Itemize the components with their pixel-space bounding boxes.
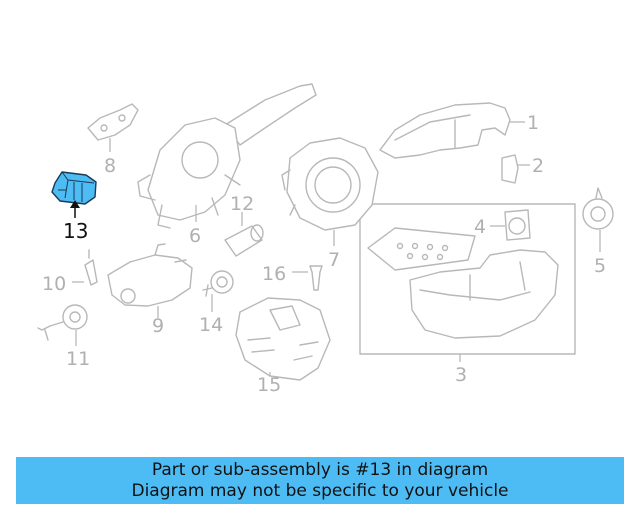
part-13-switch-module[interactable] — [51, 171, 97, 218]
callout-12: 12 — [230, 193, 254, 215]
part-2-clip[interactable] — [501, 154, 530, 184]
callout-9: 9 — [152, 315, 164, 337]
part-9-lock-housing[interactable] — [107, 243, 193, 318]
part-4-ring[interactable] — [490, 209, 531, 241]
callout-7: 7 — [328, 249, 340, 271]
part-6-combination-switch[interactable] — [137, 83, 317, 229]
banner-line-1: Part or sub-assembly is #13 in diagram — [151, 459, 489, 480]
banner-line-2: Diagram may not be specific to your vehi… — [131, 480, 509, 501]
callout-11: 11 — [66, 348, 90, 370]
part-12-lock-cylinder[interactable] — [224, 212, 264, 257]
part-1-column-cover[interactable] — [379, 102, 525, 159]
part-16-screw[interactable] — [292, 265, 323, 291]
part-7-clock-spring[interactable] — [281, 137, 379, 246]
parts-diagram: 1 2 3 4 5 — [37, 83, 614, 396]
callout-15: 15 — [257, 374, 281, 396]
info-banner: Part or sub-assembly is #13 in diagram D… — [16, 457, 624, 504]
callout-10: 10 — [42, 273, 66, 295]
part-10-connector[interactable] — [72, 249, 98, 286]
part-11-sensor-ring[interactable] — [37, 304, 88, 346]
callout-14: 14 — [199, 314, 223, 336]
callout-16: 16 — [262, 263, 286, 285]
part-15-control-module[interactable] — [235, 297, 331, 381]
callout-8: 8 — [104, 155, 116, 177]
callout-13: 13 — [63, 219, 88, 243]
callout-5: 5 — [594, 255, 606, 277]
part-3-lower-cover-box[interactable] — [359, 203, 576, 362]
part-14-bushing[interactable] — [202, 270, 234, 312]
callout-6: 6 — [189, 225, 201, 247]
callout-2: 2 — [532, 155, 544, 177]
callout-3: 3 — [455, 364, 467, 386]
callout-4: 4 — [474, 216, 486, 238]
part-5-sensor[interactable] — [582, 187, 614, 252]
callout-1: 1 — [527, 112, 539, 134]
part-8-bracket[interactable] — [87, 103, 139, 152]
